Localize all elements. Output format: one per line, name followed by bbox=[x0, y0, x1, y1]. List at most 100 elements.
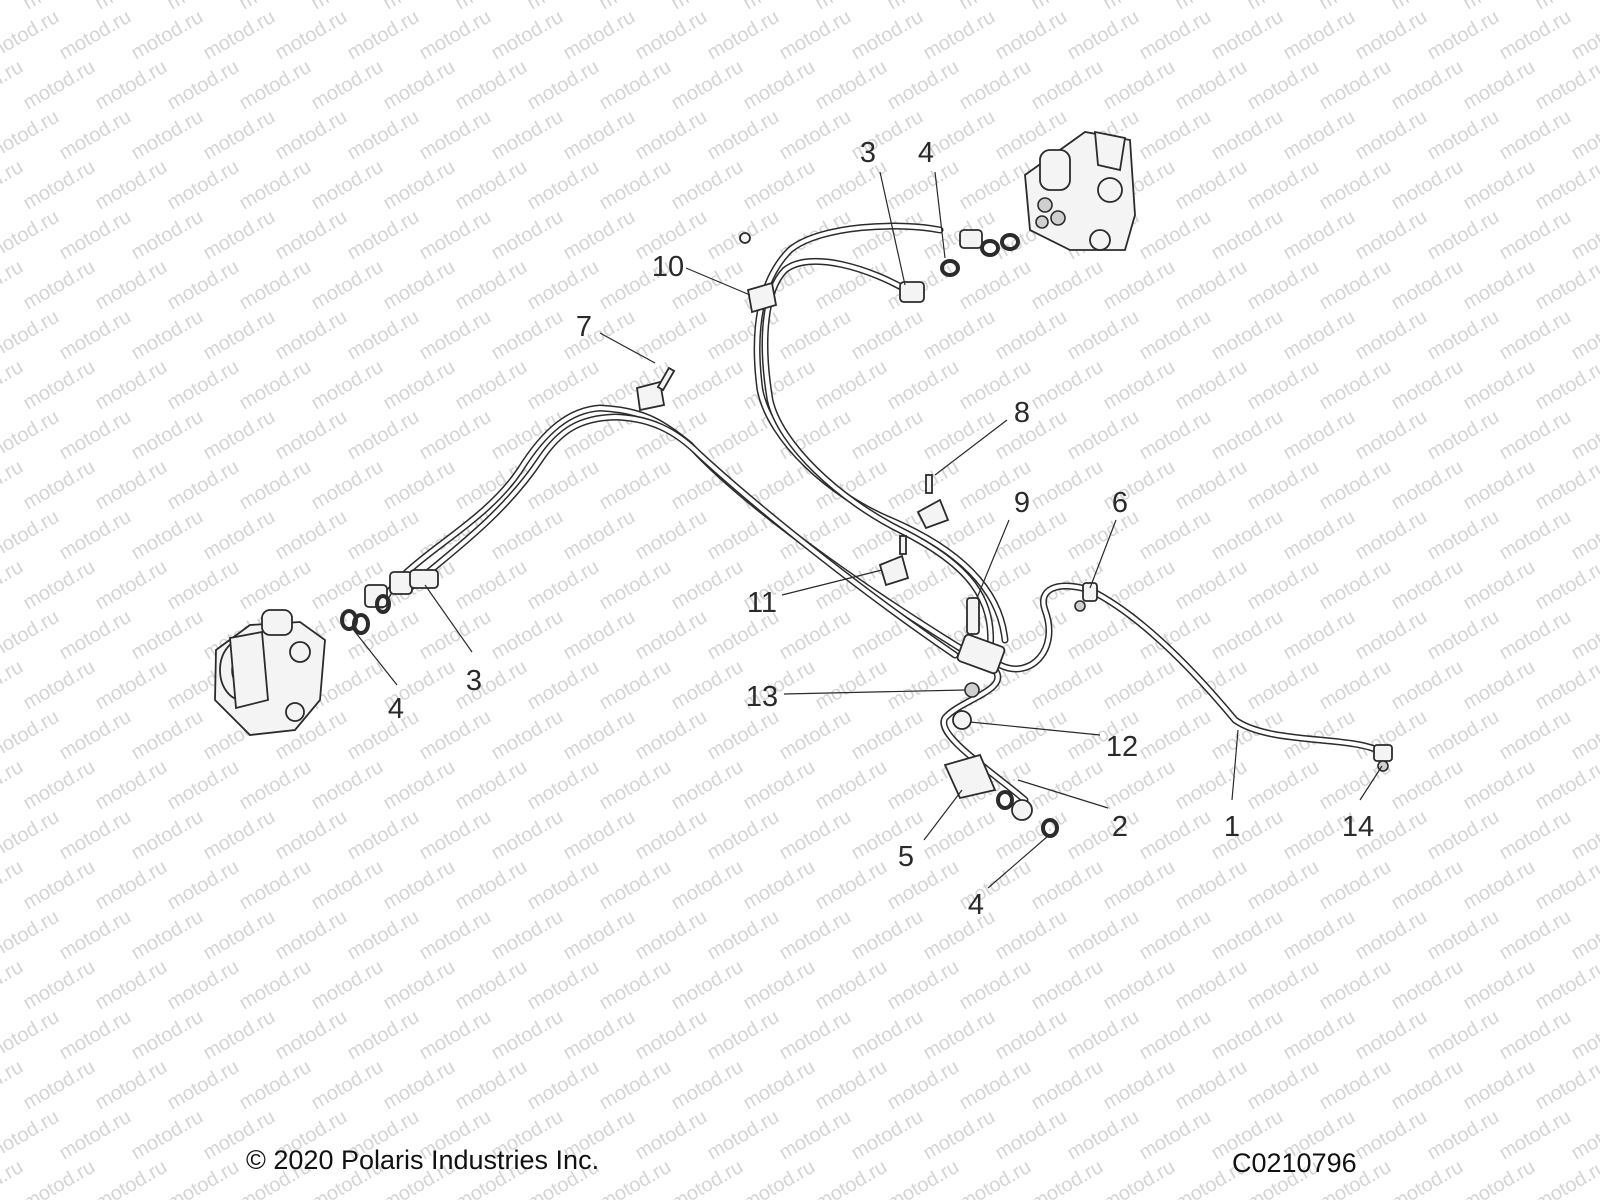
watermark-text: motod.ru bbox=[1280, 306, 1359, 365]
watermark-text: motod.ru bbox=[776, 306, 855, 365]
watermark-text: motod.ru bbox=[1100, 1156, 1179, 1200]
watermark-text: motod.ru bbox=[236, 156, 315, 215]
watermark-text: motod.ru bbox=[1244, 556, 1323, 615]
watermark-text: motod.ru bbox=[344, 106, 423, 165]
watermark-text: motod.ru bbox=[488, 206, 567, 265]
watermark-text: motod.ru bbox=[1028, 1156, 1107, 1200]
watermark-text: motod.ru bbox=[812, 156, 891, 215]
watermark-text: motod.ru bbox=[1316, 1056, 1395, 1115]
watermark-text: motod.ru bbox=[56, 406, 135, 465]
watermark-text: motod.ru bbox=[20, 456, 99, 515]
callout-1: 1 bbox=[1224, 811, 1240, 843]
watermark-text: motod.ru bbox=[1532, 856, 1600, 915]
watermark-text: motod.ru bbox=[200, 206, 279, 265]
watermark-text: motod.ru bbox=[1388, 1056, 1467, 1115]
watermark-text: motod.ru bbox=[812, 1056, 891, 1115]
callout-14: 14 bbox=[1342, 811, 1374, 843]
watermark-text: motod.ru bbox=[344, 906, 423, 965]
watermark-text: motod.ru bbox=[272, 806, 351, 865]
watermark-text: motod.ru bbox=[1496, 906, 1575, 965]
bolt-7 bbox=[656, 366, 676, 392]
watermark-text: motod.ru bbox=[1064, 306, 1143, 365]
watermark-text: motod.ru bbox=[452, 756, 531, 815]
watermark-text: motod.ru bbox=[992, 406, 1071, 465]
watermark-text: motod.ru bbox=[1532, 256, 1600, 315]
watermark-text: motod.ru bbox=[56, 6, 135, 65]
watermark-text: motod.ru bbox=[668, 656, 747, 715]
bracket-10 bbox=[746, 281, 778, 314]
watermark-text: motod.ru bbox=[380, 456, 459, 515]
watermark-text: motod.ru bbox=[740, 356, 819, 415]
watermark-text: motod.ru bbox=[416, 706, 495, 765]
callout-8: 8 bbox=[1014, 397, 1030, 429]
watermark-text: motod.ru bbox=[1244, 756, 1323, 815]
watermark-text: motod.ru bbox=[56, 606, 135, 665]
watermark-text: motod.ru bbox=[1172, 256, 1251, 315]
watermark-text: motod.ru bbox=[1532, 556, 1600, 615]
clip-11 bbox=[878, 554, 910, 587]
watermark-text: motod.ru bbox=[200, 306, 279, 365]
right-banjo-fitting-a bbox=[899, 281, 925, 303]
watermark-text: motod.ru bbox=[1424, 406, 1503, 465]
watermark-text: motod.ru bbox=[1136, 6, 1215, 65]
watermark-text: motod.ru bbox=[848, 6, 927, 65]
watermark-text: motod.ru bbox=[344, 706, 423, 765]
watermark-text: motod.ru bbox=[344, 6, 423, 65]
watermark-text: motod.ru bbox=[1424, 906, 1503, 965]
watermark-text: motod.ru bbox=[1280, 106, 1359, 165]
watermark-text: motod.ru bbox=[704, 106, 783, 165]
watermark-text: motod.ru bbox=[416, 406, 495, 465]
watermark-text: motod.ru bbox=[740, 0, 819, 14]
watermark-text: motod.ru bbox=[164, 356, 243, 415]
watermark-text: motod.ru bbox=[56, 1006, 135, 1065]
watermark-text: motod.ru bbox=[488, 806, 567, 865]
watermark-text: motod.ru bbox=[1352, 106, 1431, 165]
watermark-text: motod.ru bbox=[308, 156, 387, 215]
right-banjo-fitting-b bbox=[959, 229, 983, 249]
watermark-text: motod.ru bbox=[812, 1156, 891, 1200]
watermark-text: motod.ru bbox=[776, 106, 855, 165]
watermark-text: motod.ru bbox=[0, 306, 63, 365]
junction-block bbox=[956, 633, 1006, 675]
watermark-text: motod.ru bbox=[416, 306, 495, 365]
watermark-text: motod.ru bbox=[884, 856, 963, 915]
banjo-2 bbox=[1011, 799, 1033, 821]
watermark-text: motod.ru bbox=[1424, 806, 1503, 865]
watermark-text: motod.ru bbox=[1208, 806, 1287, 865]
watermark-text: motod.ru bbox=[596, 156, 675, 215]
watermark-text: motod.ru bbox=[524, 756, 603, 815]
watermark-text: motod.ru bbox=[1280, 6, 1359, 65]
watermark-text: motod.ru bbox=[1460, 1156, 1539, 1200]
watermark-text: motod.ru bbox=[488, 906, 567, 965]
watermark-text: motod.ru bbox=[596, 956, 675, 1015]
watermark-text: motod.ru bbox=[1172, 356, 1251, 415]
watermark-text: motod.ru bbox=[1352, 206, 1431, 265]
fitting-14 bbox=[1373, 744, 1393, 762]
watermark-text: motod.ru bbox=[776, 606, 855, 665]
watermark-text: motod.ru bbox=[1388, 756, 1467, 815]
hose-master-cylinder bbox=[940, 666, 1029, 804]
screw-8 bbox=[925, 474, 933, 494]
watermark-text: motod.ru bbox=[524, 856, 603, 915]
watermark-text: motod.ru bbox=[20, 756, 99, 815]
watermark-text: motod.ru bbox=[236, 0, 315, 14]
watermark-text: motod.ru bbox=[1280, 406, 1359, 465]
watermark-text: motod.ru bbox=[596, 1156, 675, 1200]
watermark-text: motod.ru bbox=[0, 656, 27, 715]
watermark-text: motod.ru bbox=[380, 856, 459, 915]
watermark-text: motod.ru bbox=[164, 856, 243, 915]
watermark-text: motod.ru bbox=[740, 56, 819, 115]
callout-3-left: 3 bbox=[466, 665, 482, 697]
watermark-text: motod.ru bbox=[704, 906, 783, 965]
watermark-text: motod.ru bbox=[1352, 306, 1431, 365]
watermark-text: motod.ru bbox=[560, 506, 639, 565]
brake-hoses bbox=[378, 222, 1386, 804]
watermark-text: motod.ru bbox=[488, 306, 567, 365]
watermark-text: motod.ru bbox=[1568, 206, 1600, 265]
watermark-text: motod.ru bbox=[668, 56, 747, 115]
watermark-text: motod.ru bbox=[1460, 456, 1539, 515]
watermark-text: motod.ru bbox=[1100, 856, 1179, 915]
watermark-text: motod.ru bbox=[236, 56, 315, 115]
watermark-text: motod.ru bbox=[0, 356, 27, 415]
